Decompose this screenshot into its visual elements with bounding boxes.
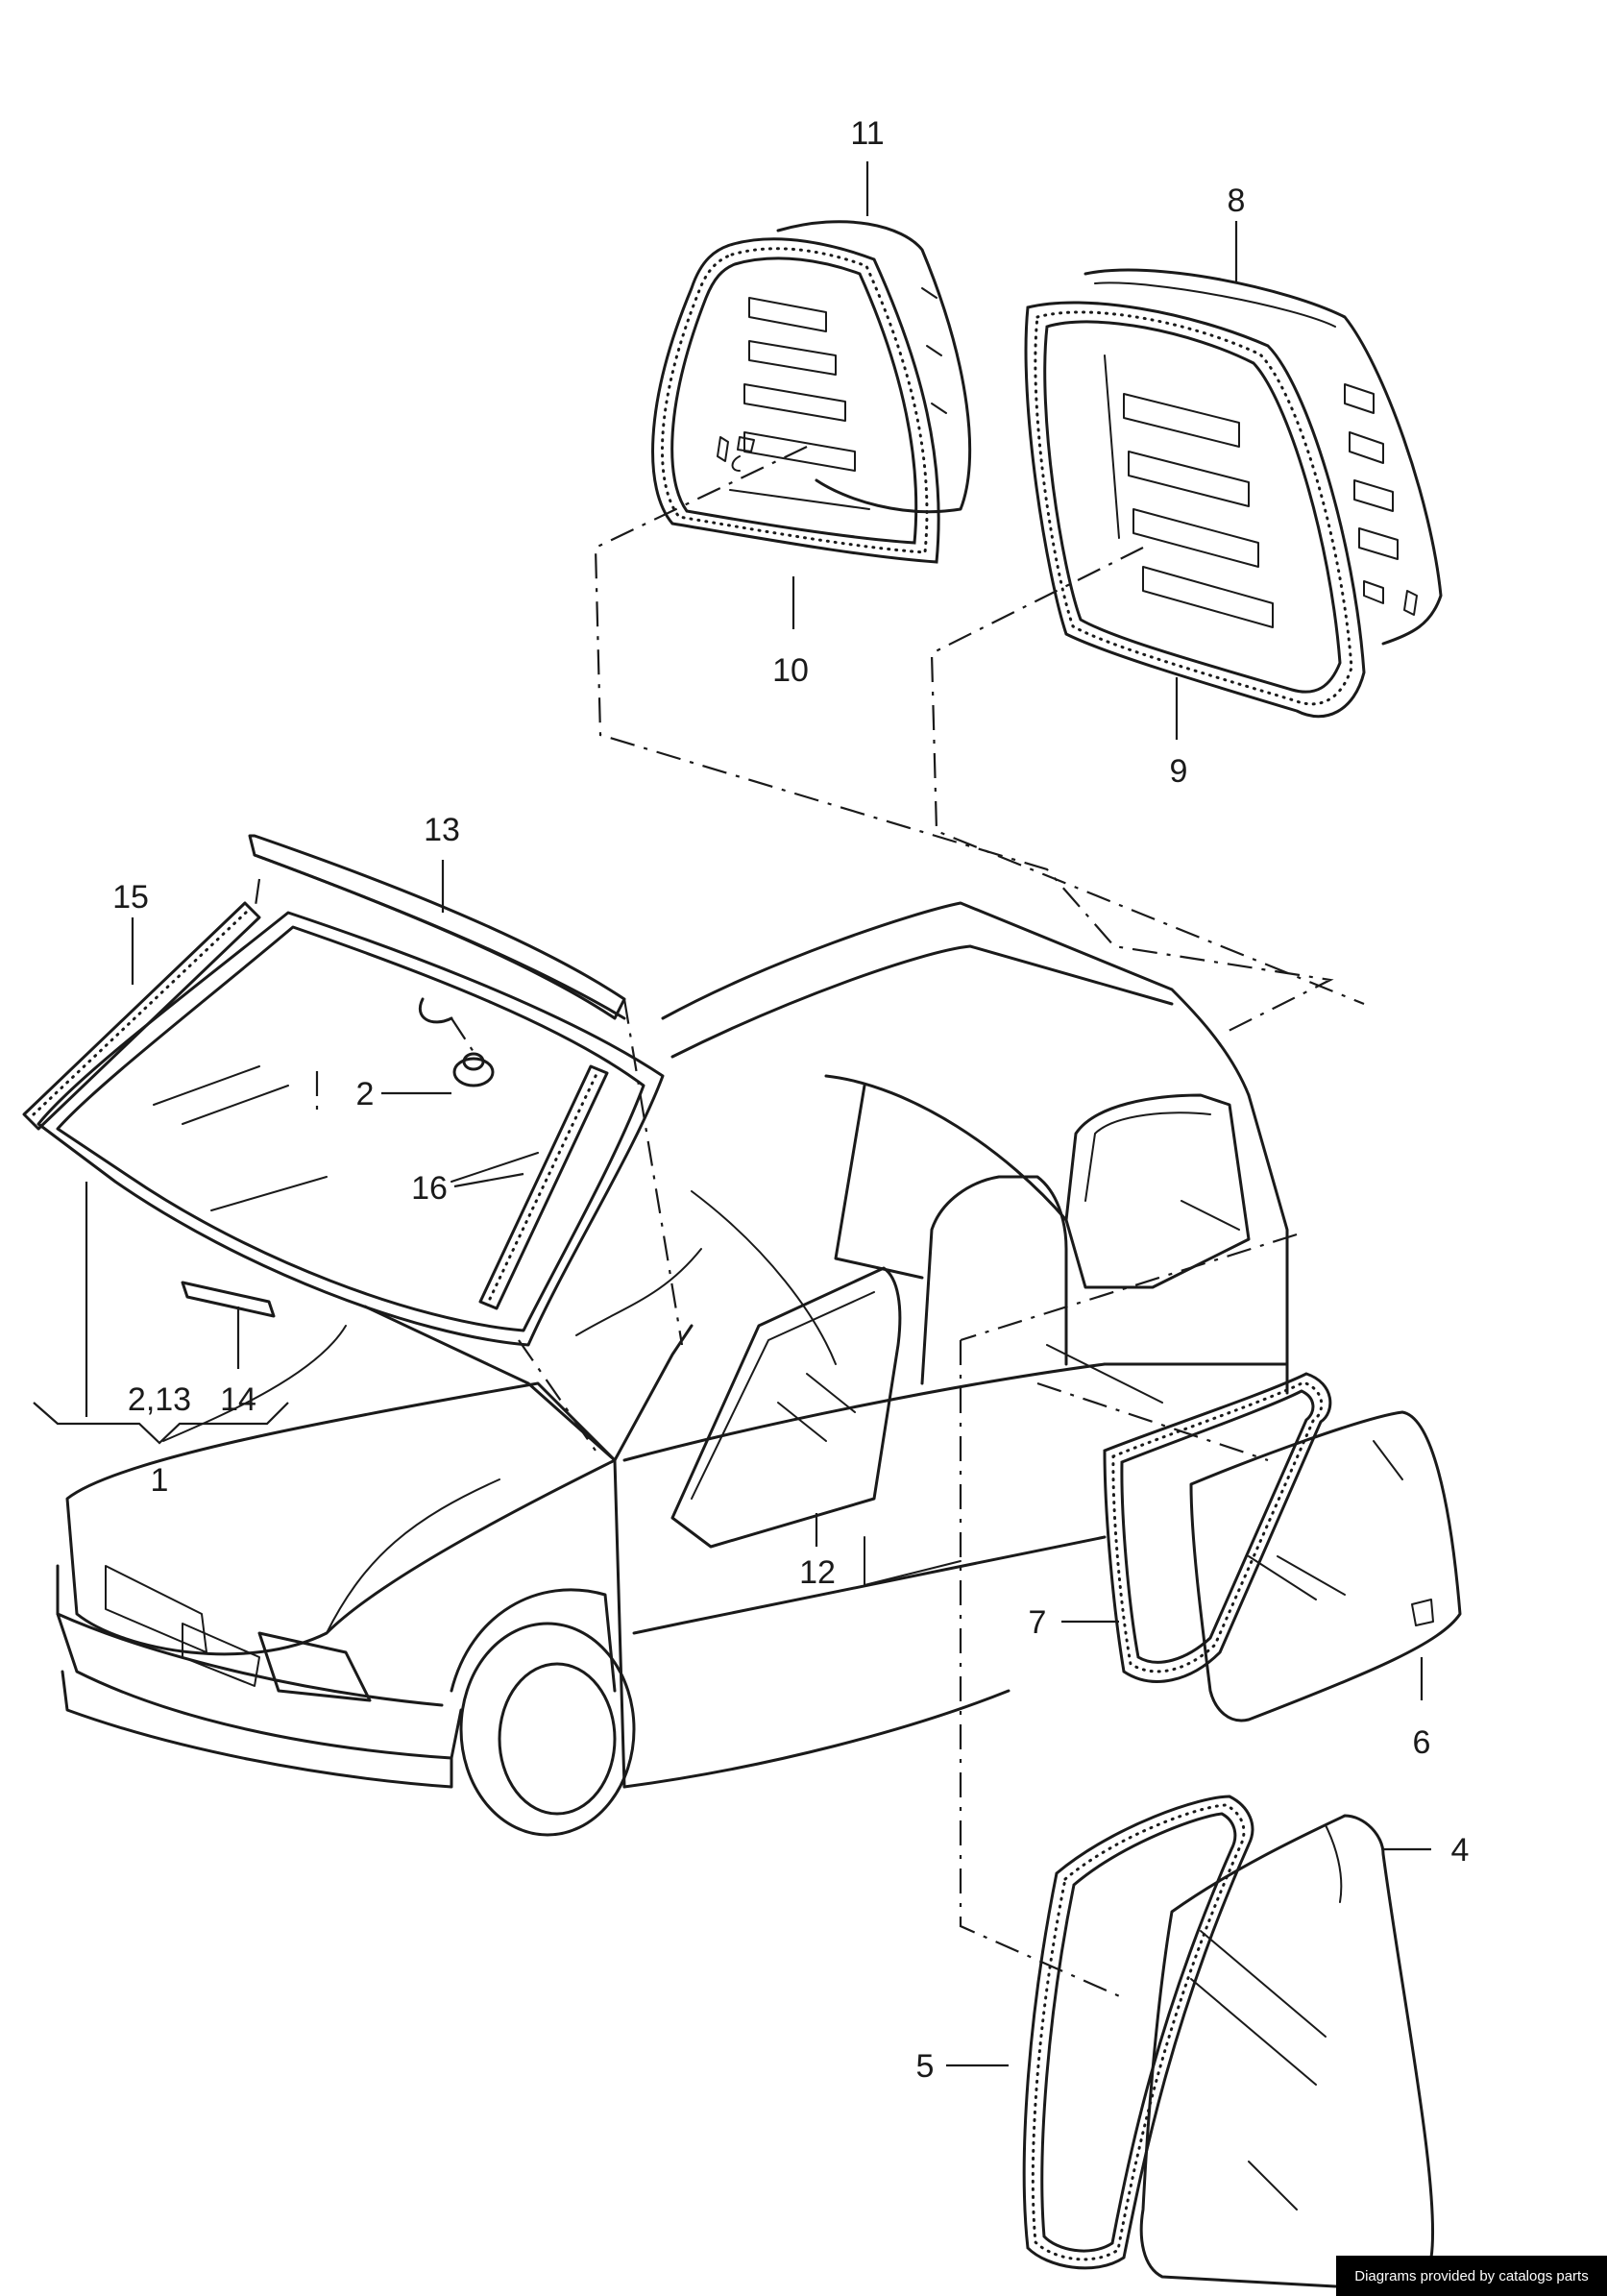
callout-1: 1 bbox=[151, 1462, 169, 1499]
callout-13: 13 bbox=[424, 812, 460, 848]
footer-credit-badge: Diagrams provided by catalogs parts bbox=[1336, 2256, 1607, 2296]
callout-16: 16 bbox=[411, 1170, 448, 1207]
callout-6: 6 bbox=[1413, 1724, 1431, 1761]
callout-14: 14 bbox=[220, 1381, 256, 1418]
assembly-lines bbox=[253, 446, 1365, 2000]
callout-10: 10 bbox=[772, 652, 809, 689]
callout-11: 11 bbox=[850, 115, 884, 152]
callout-15: 15 bbox=[112, 879, 149, 916]
callout-2: 2 bbox=[356, 1076, 375, 1112]
callout-8: 8 bbox=[1228, 183, 1246, 219]
footer-credit-text: Diagrams provided by catalogs parts bbox=[1354, 2267, 1589, 2284]
callout-7: 7 bbox=[1029, 1604, 1047, 1641]
trim-strip-16 bbox=[478, 1064, 609, 1310]
mirror-base-2 bbox=[450, 1017, 495, 1087]
quarter-glass-8-9 bbox=[1024, 268, 1443, 719]
leader-lines bbox=[33, 161, 1431, 2067]
side-glass-4-5 bbox=[1022, 1795, 1435, 2288]
side-glass-6-7 bbox=[1103, 1372, 1462, 1722]
callout-labels: 11 8 10 9 13 15 2 16 2,13 14 1 12 7 6 4 … bbox=[112, 115, 1469, 2085]
windshield bbox=[37, 911, 665, 1347]
trim-strip-13 bbox=[248, 834, 626, 1020]
quarter-glass-10-11 bbox=[651, 220, 972, 564]
trim-strip-15 bbox=[22, 901, 261, 1131]
callout-9: 9 bbox=[1170, 753, 1188, 790]
callout-12: 12 bbox=[799, 1554, 836, 1591]
vehicle-outline bbox=[56, 901, 1289, 1837]
callout-2-13: 2,13 bbox=[128, 1381, 191, 1418]
callout-4: 4 bbox=[1451, 1832, 1470, 1869]
callout-5: 5 bbox=[916, 2048, 935, 2085]
